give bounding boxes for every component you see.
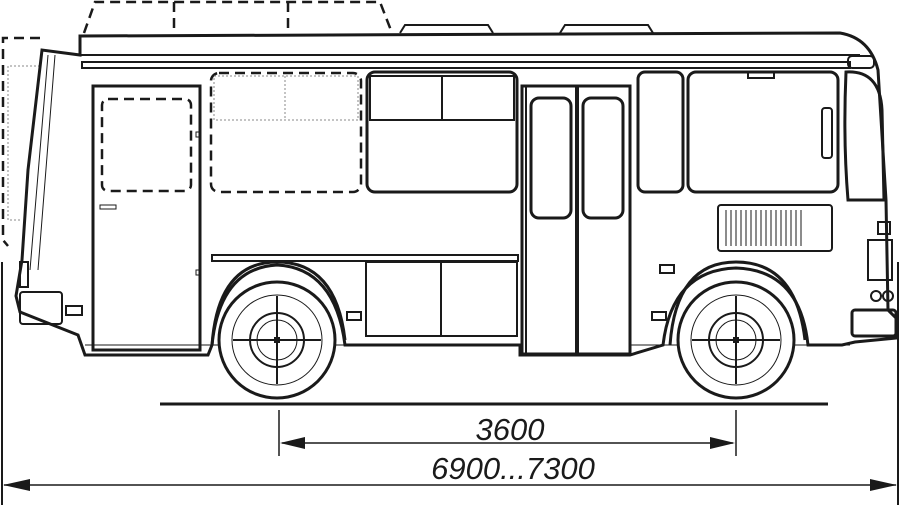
side-window-1: [365, 70, 519, 194]
luggage-hatches: [365, 261, 518, 337]
side-window-front: [636, 55, 886, 202]
rear-ladder-outline: [1, 36, 40, 247]
engine-grille: [717, 204, 833, 252]
optional-window-dashed: [209, 71, 363, 194]
front-wheel: [668, 260, 807, 400]
wheelbase-dimension: 3600: [278, 410, 737, 456]
roof-vents: [399, 24, 654, 34]
roof-hatch-outline: [82, 0, 394, 34]
wheelbase-label: 3600: [476, 412, 545, 447]
rear-door: [91, 84, 202, 352]
overall-length-label: 6900...7300: [431, 451, 595, 486]
overall-length-dimension: 6900...7300: [1, 262, 899, 505]
rear-wheel: [210, 260, 347, 400]
front-lights: [850, 221, 898, 338]
passenger-door: [520, 84, 632, 356]
side-markers: [346, 264, 675, 321]
